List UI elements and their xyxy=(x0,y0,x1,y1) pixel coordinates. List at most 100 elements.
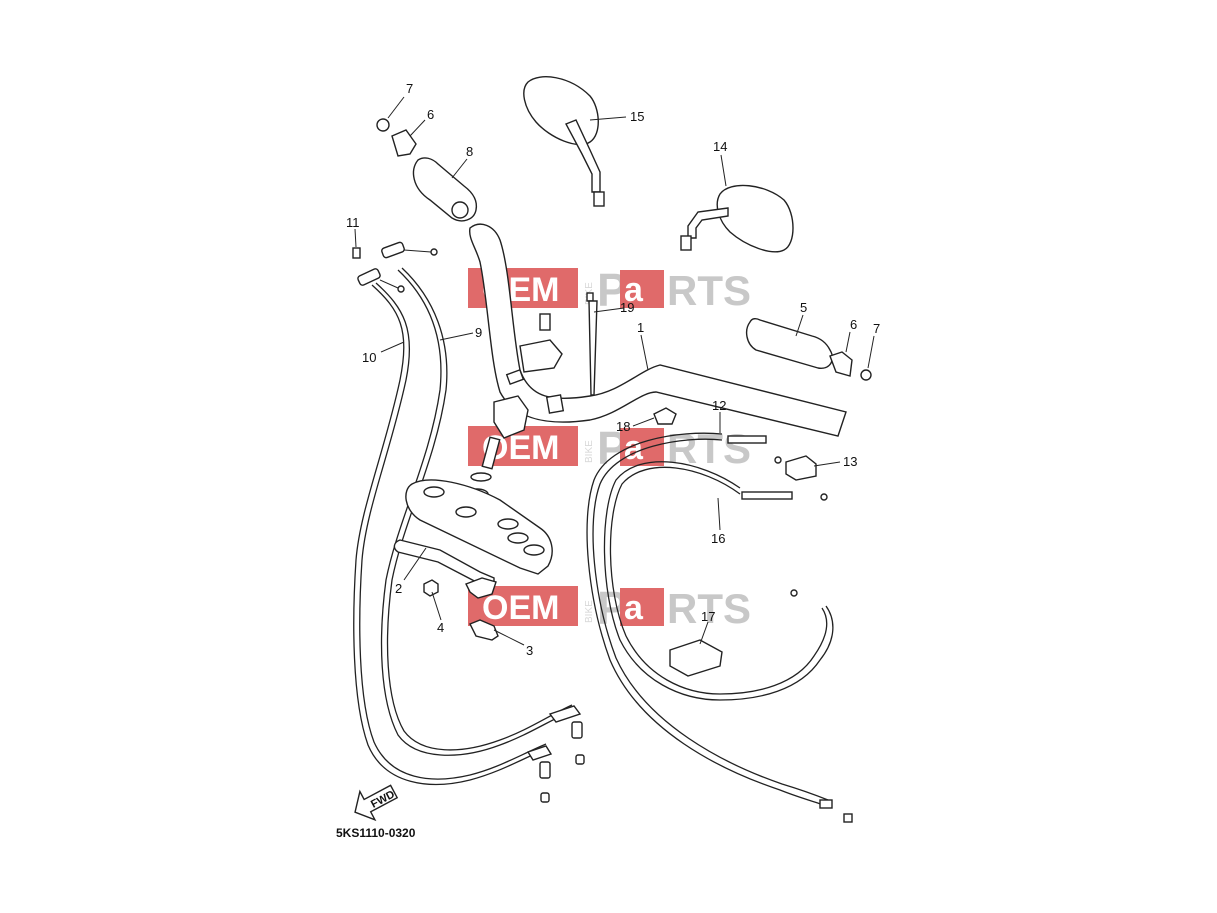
cable-lower-fitting-10 xyxy=(526,745,553,761)
cable-12-end xyxy=(774,456,782,464)
cable-16-end xyxy=(820,493,828,501)
upper-holder xyxy=(519,339,563,373)
fwd-arrow: FWD xyxy=(354,784,399,822)
left-grip xyxy=(376,118,478,222)
callout-10: 10 xyxy=(362,350,376,365)
grip-end-6-right xyxy=(829,351,853,377)
cable-16 xyxy=(603,461,834,701)
cable-holder-17 xyxy=(669,639,723,677)
throttle-cables xyxy=(352,241,585,803)
cable-tie-19 xyxy=(586,292,598,396)
callout-6-left: 6 xyxy=(427,107,434,122)
watermark-red-a-block xyxy=(620,428,664,466)
callout-7-left: 7 xyxy=(406,81,413,96)
bracket-hole-right xyxy=(497,518,519,530)
upper-bracket-body xyxy=(405,479,553,575)
callout-6-right: 6 xyxy=(850,317,857,332)
grip-end-nut-7-left xyxy=(376,118,390,132)
cable-lower-nut-9 xyxy=(571,721,583,739)
callout-12: 12 xyxy=(712,398,726,413)
mirror-14-head xyxy=(716,184,794,253)
mirror-15-bolt xyxy=(593,191,605,207)
cable-end-9 xyxy=(430,248,438,256)
callout-7-right: 7 xyxy=(873,321,880,336)
washer-upper xyxy=(470,472,492,482)
watermark-rts-text: RTS xyxy=(667,267,751,314)
bracket-hole-left xyxy=(423,486,445,498)
watermark-oem-text: OEM xyxy=(482,589,559,627)
watermark-bottom: OEM BIKE P a RTS xyxy=(468,582,751,634)
cable-16-lower-end xyxy=(790,589,798,597)
cable-tie-head xyxy=(586,292,594,302)
cable-lower-nut-10 xyxy=(539,761,551,779)
cable-lower-end-9 xyxy=(575,754,585,765)
callout-8: 8 xyxy=(466,144,473,159)
bracket-hole-center xyxy=(455,506,477,518)
clutch-cable-12 xyxy=(586,432,827,807)
clamp-18 xyxy=(653,407,677,425)
cable-fitting-upper-9 xyxy=(381,241,405,259)
callout-5: 5 xyxy=(800,300,807,315)
grip-end-nut-7-right xyxy=(860,369,872,381)
callout-15: 15 xyxy=(630,109,644,124)
clutch-cable-12-outline xyxy=(592,438,829,801)
fwd-label: FWD xyxy=(369,788,397,810)
callout-19: 19 xyxy=(620,300,634,315)
cable-tie-strap xyxy=(588,300,598,396)
throttle-cable-10 xyxy=(353,284,549,786)
cable-end-10 xyxy=(397,285,405,293)
cable-lower-fitting-9 xyxy=(548,705,582,723)
callout-9: 9 xyxy=(475,325,482,340)
mirror-14-stem xyxy=(687,207,729,239)
lower-holder xyxy=(493,395,529,439)
callout-16: 16 xyxy=(711,531,725,546)
callout-18: 18 xyxy=(616,419,630,434)
cable-fitting-upper-10 xyxy=(357,268,381,286)
leader-lines xyxy=(354,96,875,646)
grip-8-end xyxy=(451,201,469,219)
cable-12-lower-fitting xyxy=(819,799,833,809)
watermark-a-text: a xyxy=(624,429,644,467)
watermark-a-text: a xyxy=(624,271,644,309)
cable-lower-end-10 xyxy=(540,792,550,803)
diagram-code: 5KS1110-0320 xyxy=(336,826,416,840)
watermark-top: OEM BIKE P a RTS xyxy=(468,264,751,316)
throttle-cable-9 xyxy=(380,269,575,756)
watermark-rts-text: RTS xyxy=(667,425,751,472)
bolt-11 xyxy=(352,247,361,259)
callout-11: 11 xyxy=(346,215,360,230)
handlebar-knurl-right xyxy=(545,394,565,414)
watermark-middle: OEM BIKE P a RTS xyxy=(468,422,751,474)
holder-stud xyxy=(481,436,501,470)
mirror-14-bolt xyxy=(680,235,692,251)
upper-bracket xyxy=(405,479,553,575)
watermark-red-a-block xyxy=(620,588,664,626)
watermark-bike-text: BIKE xyxy=(584,440,595,463)
clutch-cables xyxy=(586,407,853,823)
grip-end-6-left xyxy=(391,129,417,157)
mirror-15-head xyxy=(523,76,599,146)
fwd-arrow-shape xyxy=(354,784,399,822)
bracket-hole-front xyxy=(523,544,545,556)
cable-wire-9 xyxy=(403,249,432,253)
throttle-cable-9-outline xyxy=(386,267,573,751)
throttle-cable-10-outline xyxy=(359,282,547,780)
right-grip xyxy=(745,317,872,381)
callout-17: 17 xyxy=(701,609,715,624)
cable-guide-hook xyxy=(465,577,497,599)
cable-16-outline xyxy=(609,466,828,695)
callout-4: 4 xyxy=(437,620,444,635)
watermark-rts-text: RTS xyxy=(667,585,751,632)
clamp-3 xyxy=(469,619,499,641)
cable-guide-2 xyxy=(393,539,495,587)
cable-wire-10 xyxy=(379,279,399,289)
holder-bolt xyxy=(539,313,551,331)
callout-2: 2 xyxy=(395,581,402,596)
cable-16-sleeve xyxy=(741,491,793,500)
mirror-14 xyxy=(680,184,794,253)
cable-boot-13 xyxy=(785,455,817,481)
nut-4 xyxy=(423,579,439,597)
callout-14: 14 xyxy=(713,139,727,154)
callout-13: 13 xyxy=(843,454,857,469)
